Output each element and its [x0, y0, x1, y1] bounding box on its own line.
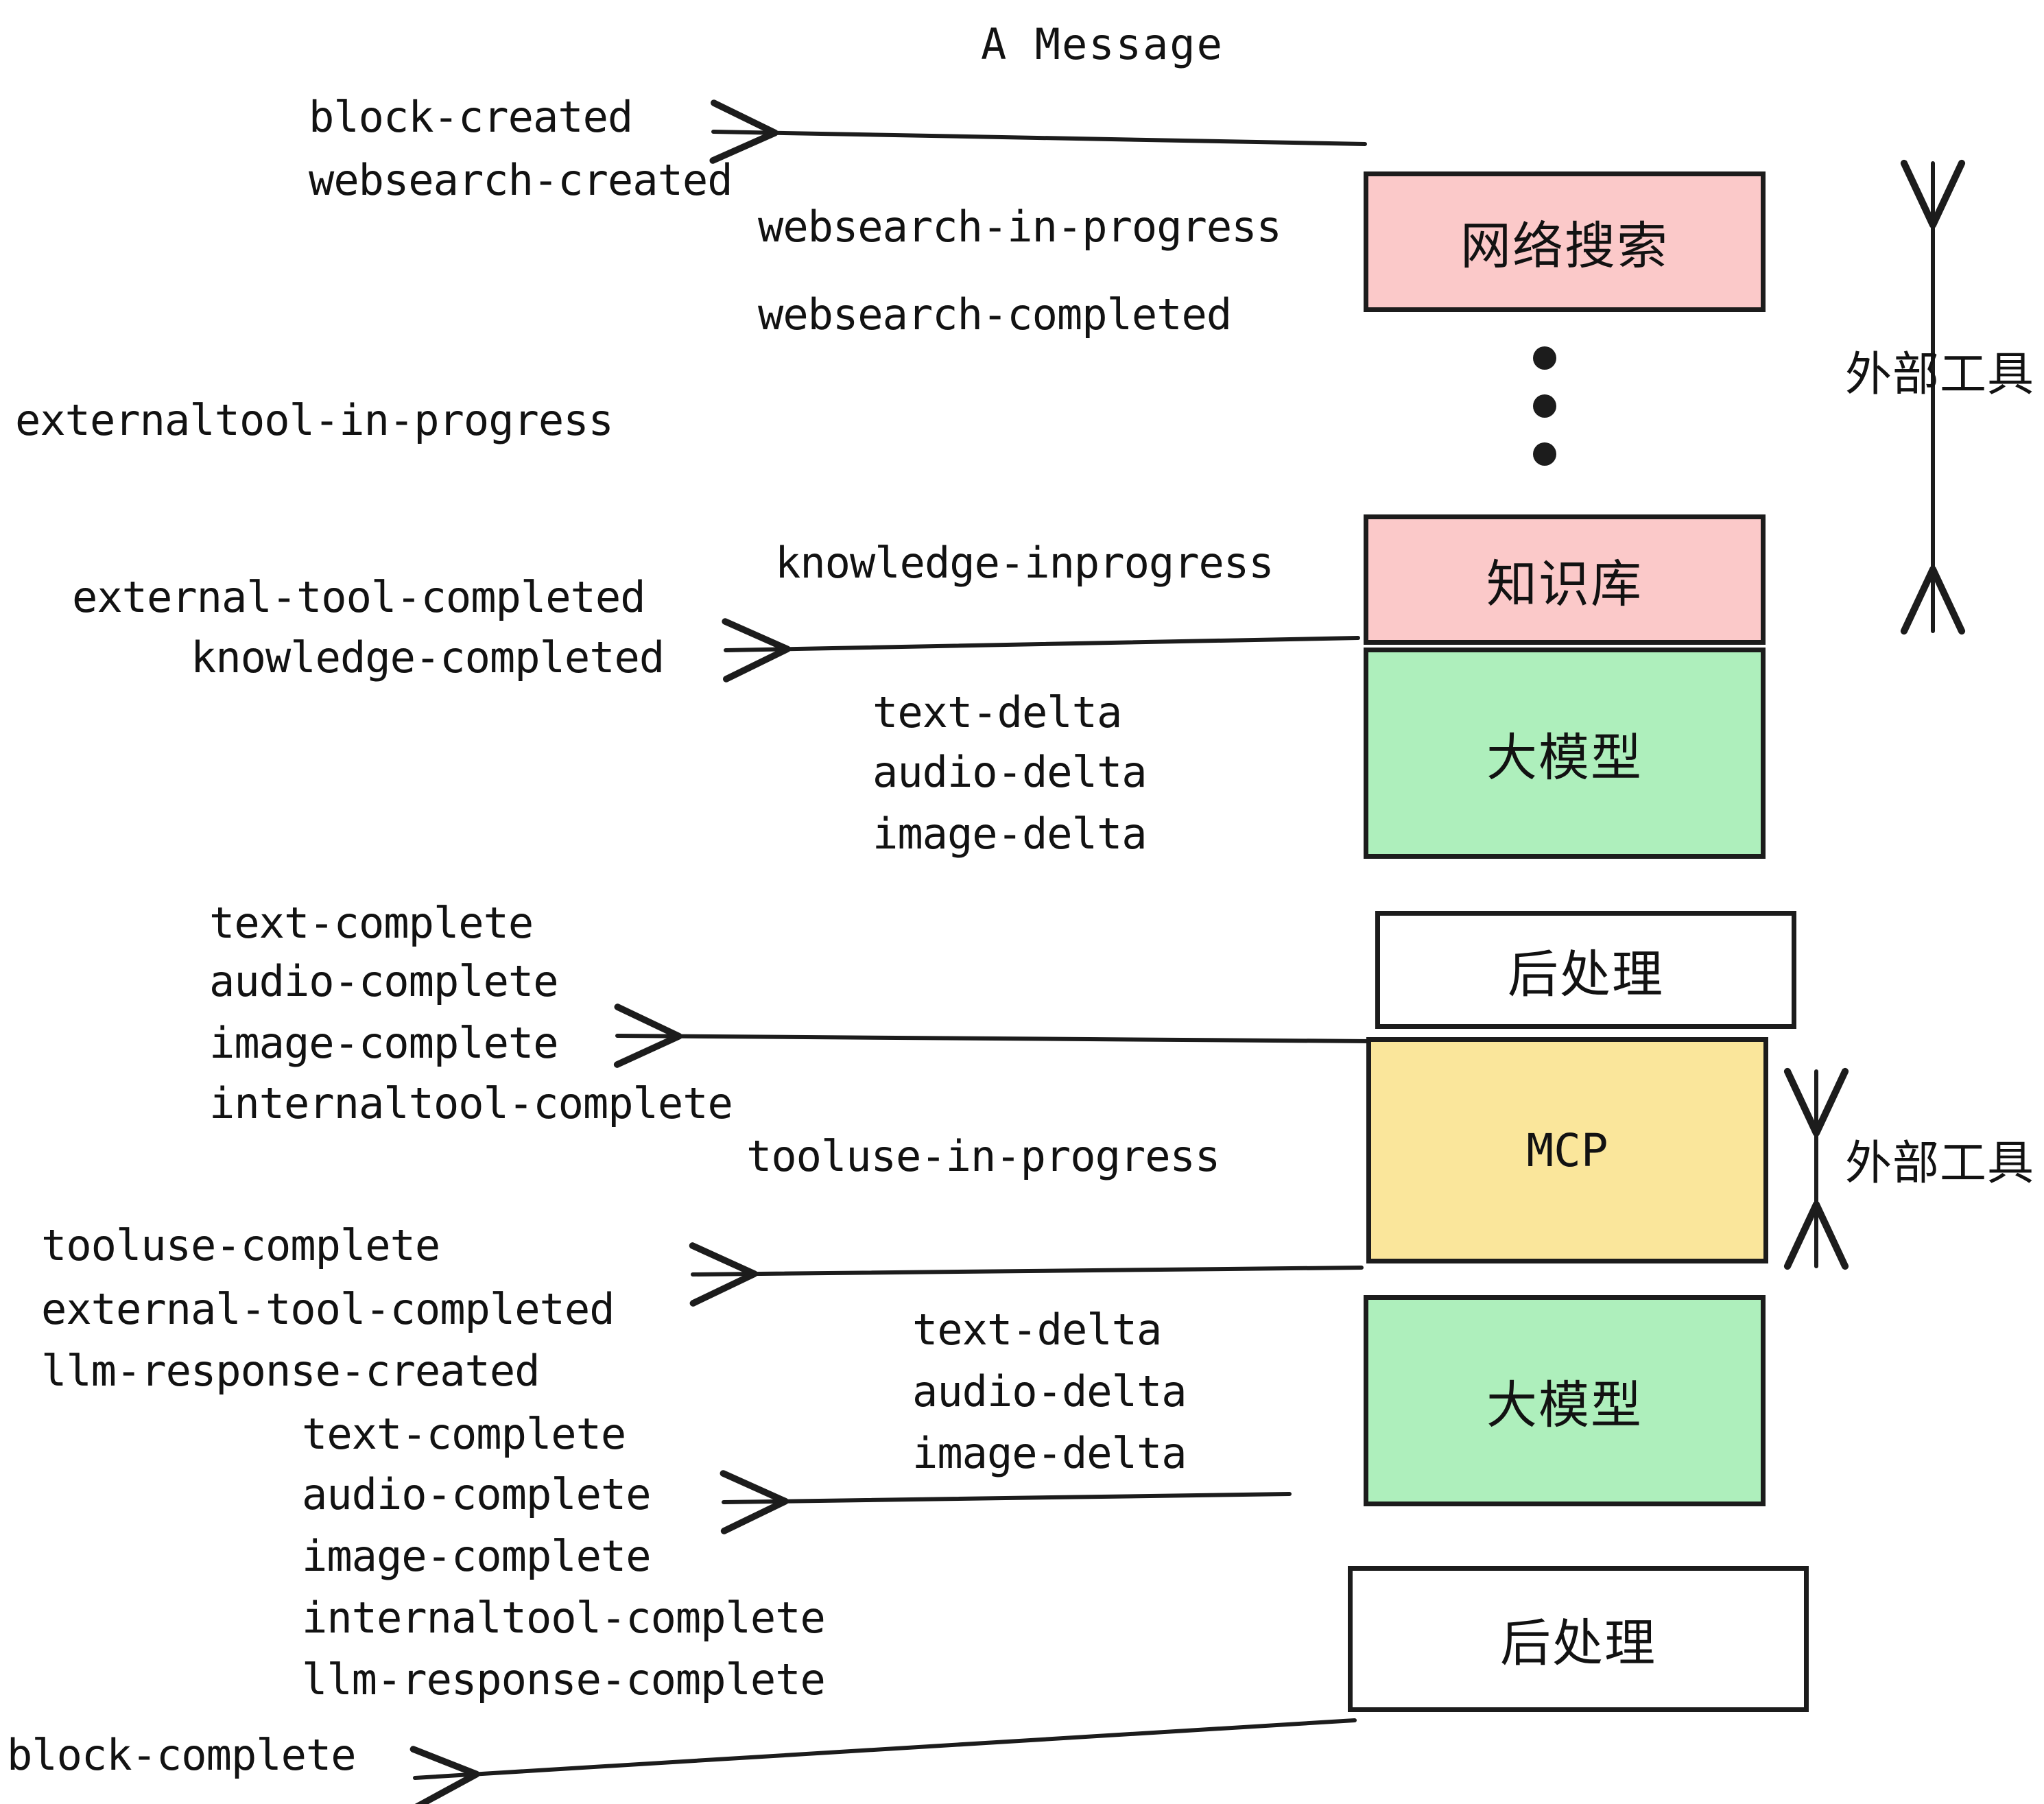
event-label-image-complete-1: image-complete: [209, 1018, 559, 1068]
event-label-text-complete-2: text-complete: [302, 1409, 626, 1459]
event-label-image-complete-2: image-complete: [302, 1531, 652, 1581]
event-label-external-tool-completed-2: external-tool-completed: [41, 1284, 615, 1334]
node-label: MCP: [1526, 1124, 1608, 1177]
event-label-websearch-completed: websearch-completed: [758, 289, 1232, 340]
node-label: 后处理: [1500, 1614, 1656, 1673]
arrow-mcp-out: [689, 1242, 1364, 1307]
event-label-internaltool-complete-1: internaltool-complete: [209, 1078, 733, 1128]
event-label-text-delta-2: text-delta: [912, 1305, 1162, 1355]
event-label-tooluse-in-progress: tooluse-in-progress: [746, 1131, 1220, 1181]
node-postproc2: 后处理: [1348, 1566, 1809, 1712]
page-title: A Message: [981, 19, 1224, 69]
event-label-audio-complete-1: audio-complete: [209, 956, 559, 1006]
node-postproc1: 后处理: [1375, 911, 1796, 1029]
node-websearch: 网络搜索: [1364, 171, 1766, 312]
node-label: 后处理: [1508, 945, 1664, 1004]
event-label-websearch-in-progress: websearch-in-progress: [758, 202, 1282, 252]
event-label-knowledge-inprogress: knowledge-inprogress: [775, 538, 1274, 588]
arrow-postproc1-out: [613, 1004, 1374, 1068]
event-label-knowledge-completed: knowledge-completed: [191, 632, 665, 683]
node-label: 网络搜索: [1460, 217, 1669, 276]
node-mcp: MCP: [1366, 1037, 1768, 1263]
arrow-postproc2-out: [409, 1718, 1357, 1804]
ellipsis-dot-1: [1533, 346, 1556, 370]
event-label-audio-delta-2: audio-delta: [912, 1366, 1187, 1416]
event-label-websearch-created: websearch-created: [309, 155, 733, 205]
node-llm2: 大模型: [1364, 1295, 1766, 1506]
event-label-block-created: block-created: [309, 92, 633, 142]
node-llm1: 大模型: [1364, 648, 1766, 859]
event-label-llm-response-complete: llm-response-complete: [302, 1654, 826, 1705]
event-label-internaltool-complete-2: internaltool-complete: [302, 1593, 826, 1643]
ellipsis-dot-3: [1533, 442, 1556, 466]
event-label-image-delta-2: image-delta: [912, 1428, 1187, 1478]
arrow-websearch-out: [709, 99, 1367, 164]
event-label-llm-response-created: llm-response-created: [41, 1346, 540, 1396]
event-label-externaltool-in-progress: externaltool-in-progress: [15, 395, 614, 445]
node-knowledge: 知识库: [1364, 514, 1766, 645]
event-label-tooluse-complete: tooluse-complete: [41, 1220, 440, 1270]
ellipsis-dot-2: [1533, 394, 1556, 418]
group-label-external-tools-top: 外部工具: [1845, 348, 2035, 402]
arrow-llm2-out: [720, 1470, 1292, 1534]
node-label: 大模型: [1486, 728, 1643, 787]
group-label-external-tools-bottom: 外部工具: [1845, 1137, 2035, 1191]
event-label-audio-delta-1: audio-delta: [872, 747, 1148, 797]
event-label-external-tool-completed: external-tool-completed: [72, 572, 646, 622]
arrow-knowledge-out: [722, 618, 1360, 683]
event-label-audio-complete-2: audio-complete: [302, 1469, 652, 1519]
event-label-text-delta-1: text-delta: [872, 687, 1122, 737]
event-label-text-complete-1: text-complete: [209, 898, 534, 948]
event-label-block-complete: block-complete: [7, 1730, 357, 1780]
event-label-image-delta-1: image-delta: [872, 809, 1148, 859]
node-label: 知识库: [1486, 554, 1643, 614]
node-label: 大模型: [1486, 1375, 1643, 1435]
